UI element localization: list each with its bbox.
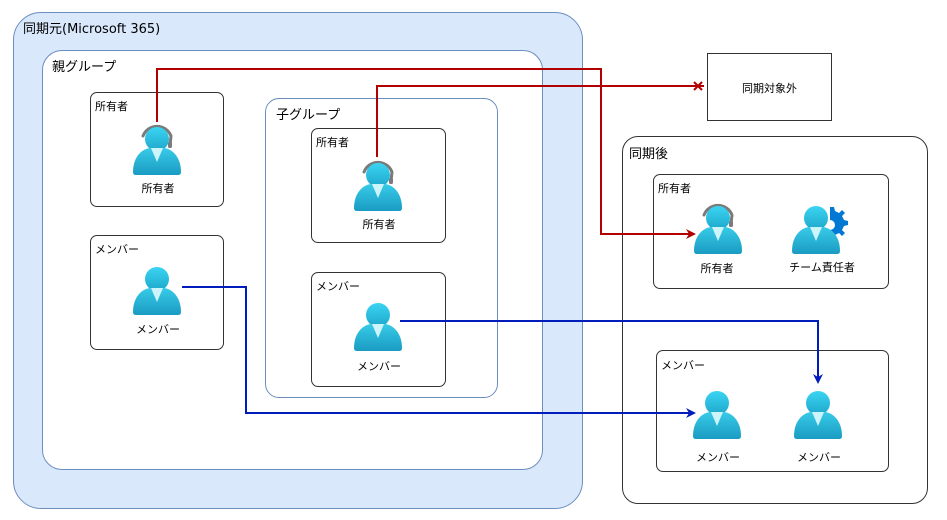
after-member1-label: メンバー	[696, 451, 740, 464]
child-member-box-title: メンバー	[316, 280, 360, 293]
child-owner-box: 所有者 所有者	[311, 128, 446, 243]
after-team-admin-label: チーム責任者	[789, 261, 855, 274]
child-member-box: メンバー メンバー	[311, 272, 446, 387]
excluded-box: 同期対象外	[707, 53, 832, 121]
parent-member-box-title: メンバー	[95, 243, 139, 256]
parent-group-title: 親グループ	[52, 60, 117, 75]
child-member-label: メンバー	[357, 360, 401, 373]
after-owner-box-title: 所有者	[658, 182, 691, 195]
child-owner-label: 所有者	[362, 218, 396, 231]
after-member2-label: メンバー	[797, 451, 841, 464]
parent-owner-box-title: 所有者	[95, 100, 128, 113]
child-owner-box-title: 所有者	[316, 136, 349, 149]
parent-member-box: メンバー メンバー	[90, 235, 224, 350]
parent-owner-box: 所有者 所有者	[90, 92, 224, 207]
after-owner-label: 所有者	[700, 262, 734, 275]
source-title: 同期元(Microsoft 365)	[23, 22, 161, 37]
after-owner-box: 所有者 所有者 チーム責任者	[653, 174, 889, 289]
after-member-box: メンバー メンバー メンバー	[656, 350, 889, 472]
excluded-label: 同期対象外	[742, 82, 797, 95]
parent-member-label: メンバー	[136, 323, 180, 336]
child-group-title: 子グループ	[276, 108, 341, 123]
parent-owner-label: 所有者	[141, 182, 175, 195]
after-title: 同期後	[629, 147, 669, 162]
after-member-box-title: メンバー	[661, 359, 705, 372]
blocked-x-icon	[693, 81, 703, 91]
